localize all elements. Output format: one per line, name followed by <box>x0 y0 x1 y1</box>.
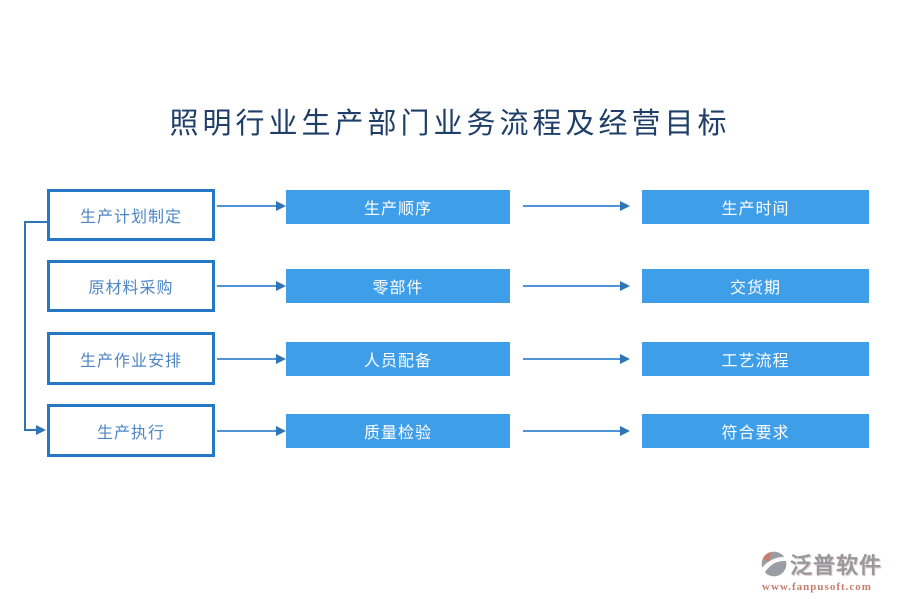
stage-box-production-planning: 生产计划制定 <box>47 189 215 241</box>
arrow-line <box>523 205 621 207</box>
logo-icon <box>760 550 788 578</box>
arrow-line <box>217 285 277 287</box>
arrow-head-icon <box>276 354 286 364</box>
goal-node-delivery-date: 交货期 <box>642 269 869 303</box>
arrow-head-icon <box>620 426 630 436</box>
process-node-production-sequence: 生产顺序 <box>286 190 510 224</box>
feedback-connector-segment <box>24 429 37 431</box>
arrow-head-icon <box>36 425 46 435</box>
arrow-head-icon <box>620 354 630 364</box>
arrow-head-icon <box>620 281 630 291</box>
arrow-head-icon <box>276 201 286 211</box>
goal-node-process-flow: 工艺流程 <box>642 342 869 376</box>
arrow-line <box>217 358 277 360</box>
feedback-connector-segment <box>24 221 47 223</box>
arrow-line <box>217 205 277 207</box>
arrow-line <box>523 358 621 360</box>
diagram-title: 照明行业生产部门业务流程及经营目标 <box>169 108 731 140</box>
arrow-head-icon <box>276 281 286 291</box>
process-node-staffing: 人员配备 <box>286 342 510 376</box>
stage-box-production-execution: 生产执行 <box>47 404 215 457</box>
brand-website: www.fanpusoft.com <box>762 581 872 593</box>
stage-box-raw-material-purchase: 原材料采购 <box>47 260 215 312</box>
process-node-quality-inspection: 质量检验 <box>286 414 510 448</box>
process-node-parts: 零部件 <box>286 269 510 303</box>
arrow-head-icon <box>276 426 286 436</box>
brand-name: 泛普软件 <box>789 553 882 578</box>
goal-node-production-time: 生产时间 <box>642 190 869 224</box>
arrow-line <box>217 430 277 432</box>
arrow-line <box>523 285 621 287</box>
arrow-line <box>523 430 621 432</box>
arrow-head-icon <box>620 201 630 211</box>
feedback-connector-segment <box>24 221 26 431</box>
brand-logo: 泛普软件 www.fanpusoft.com <box>752 548 882 593</box>
goal-node-meets-requirements: 符合要求 <box>642 414 869 448</box>
stage-box-production-job-arrangement: 生产作业安排 <box>47 332 215 385</box>
